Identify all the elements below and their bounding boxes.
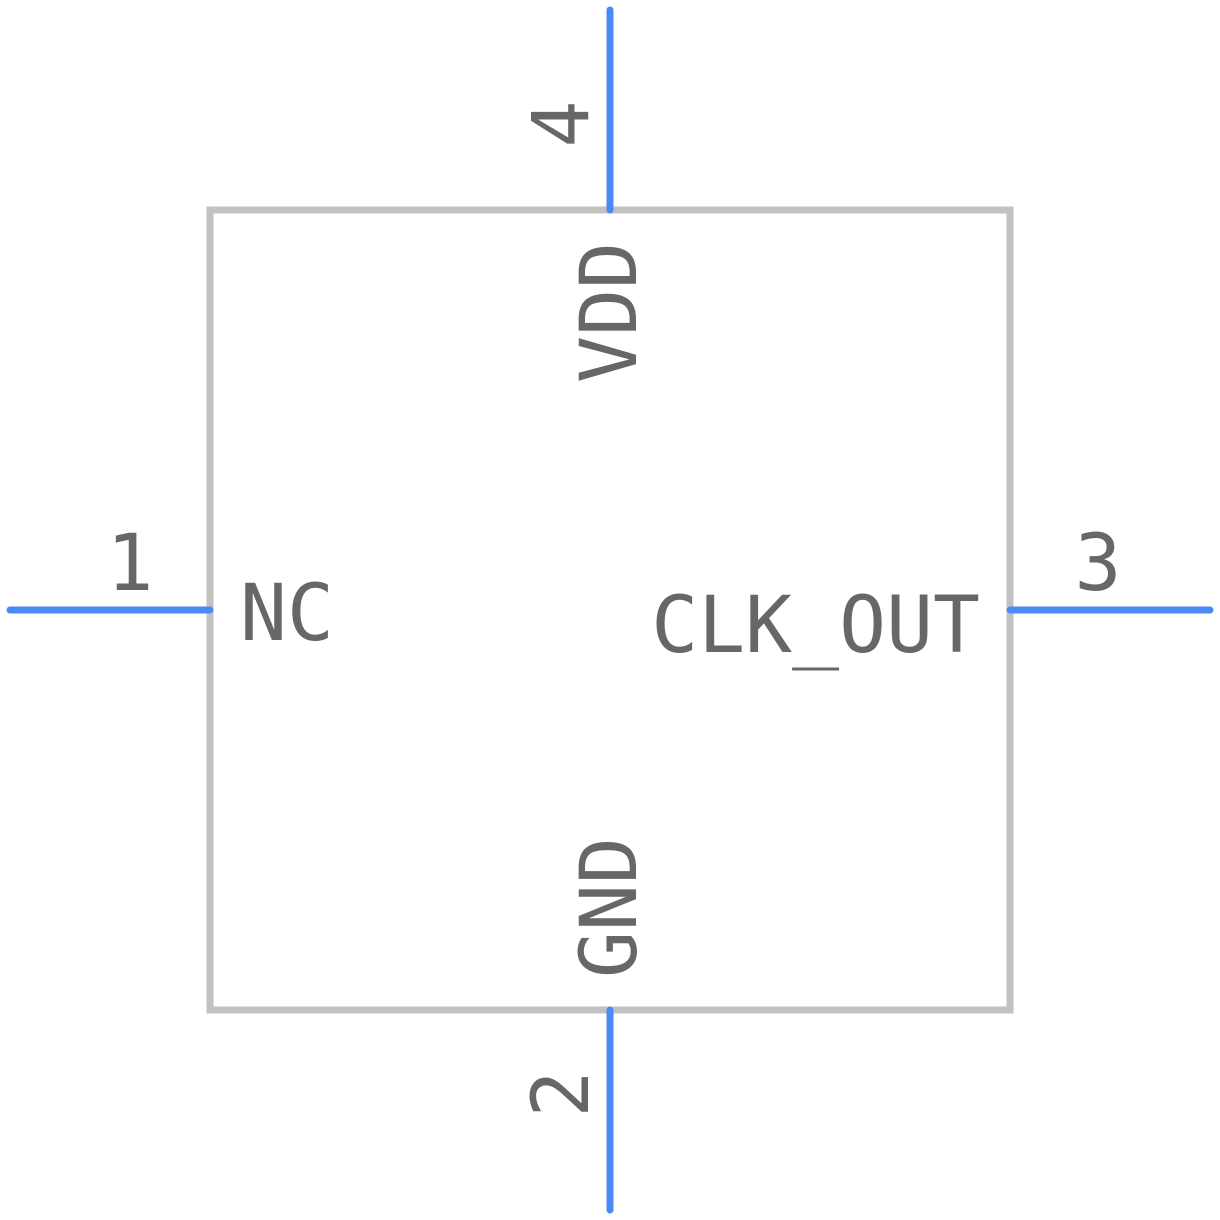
pin-1-number: 1 <box>107 519 154 609</box>
pin-1-name: NC <box>240 569 334 659</box>
pin-2-name: GND <box>565 837 655 978</box>
pin-3-name: CLK_OUT <box>651 581 980 671</box>
pin-4-name: VDD <box>565 242 655 383</box>
pin-3-number: 3 <box>1075 519 1122 609</box>
pin-2-number: 2 <box>517 1071 607 1118</box>
pin-4-number: 4 <box>517 101 607 148</box>
